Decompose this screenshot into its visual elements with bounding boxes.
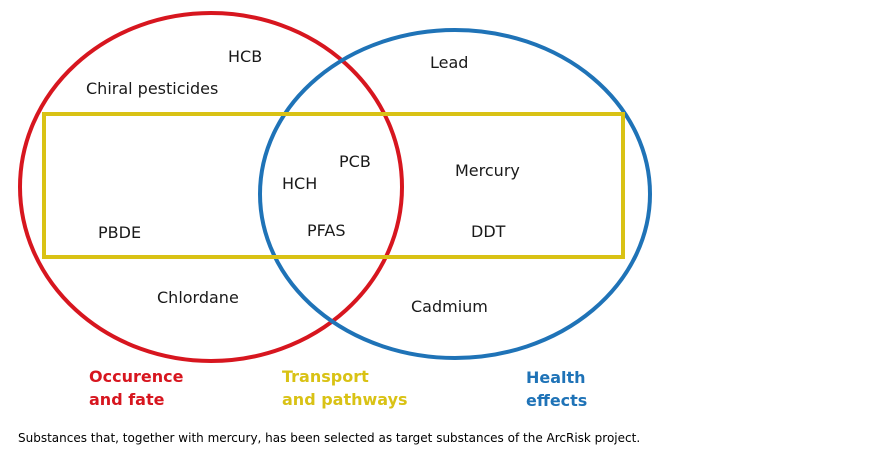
transport-rectangle — [42, 112, 625, 259]
legend-occurrence-line-2: and fate — [89, 390, 165, 409]
substance-hcb: HCB — [228, 47, 262, 66]
figure-caption: Substances that, together with mercury, … — [18, 431, 641, 445]
legend-occurrence-line-1: Occurence — [89, 367, 184, 386]
substance-mercury: Mercury — [455, 161, 520, 180]
substance-pbde: PBDE — [98, 223, 141, 242]
legend-health-line-1: Health — [526, 368, 586, 387]
venn-diagram: HCB Chiral pesticides Lead PCB HCH Mercu… — [18, 11, 652, 410]
substance-chiral-pesticides: Chiral pesticides — [86, 79, 218, 98]
substance-pfas: PFAS — [307, 221, 345, 240]
legend-health: Health effects — [526, 368, 591, 410]
legend-transport-line-1: Transport — [282, 367, 369, 386]
substance-lead: Lead — [430, 53, 468, 72]
substance-pcb: PCB — [339, 152, 371, 171]
substance-hch: HCH — [282, 174, 317, 193]
legend-health-line-2: effects — [526, 391, 587, 410]
legend-transport: Transport and pathways — [282, 367, 408, 409]
occurrence-circle — [18, 11, 404, 363]
substance-chlordane: Chlordane — [157, 288, 239, 307]
health-circle — [258, 28, 652, 360]
substance-ddt: DDT — [471, 222, 506, 241]
legend-transport-line-2: and pathways — [282, 390, 408, 409]
legend-occurrence: Occurence and fate — [89, 367, 189, 409]
substance-cadmium: Cadmium — [411, 297, 488, 316]
